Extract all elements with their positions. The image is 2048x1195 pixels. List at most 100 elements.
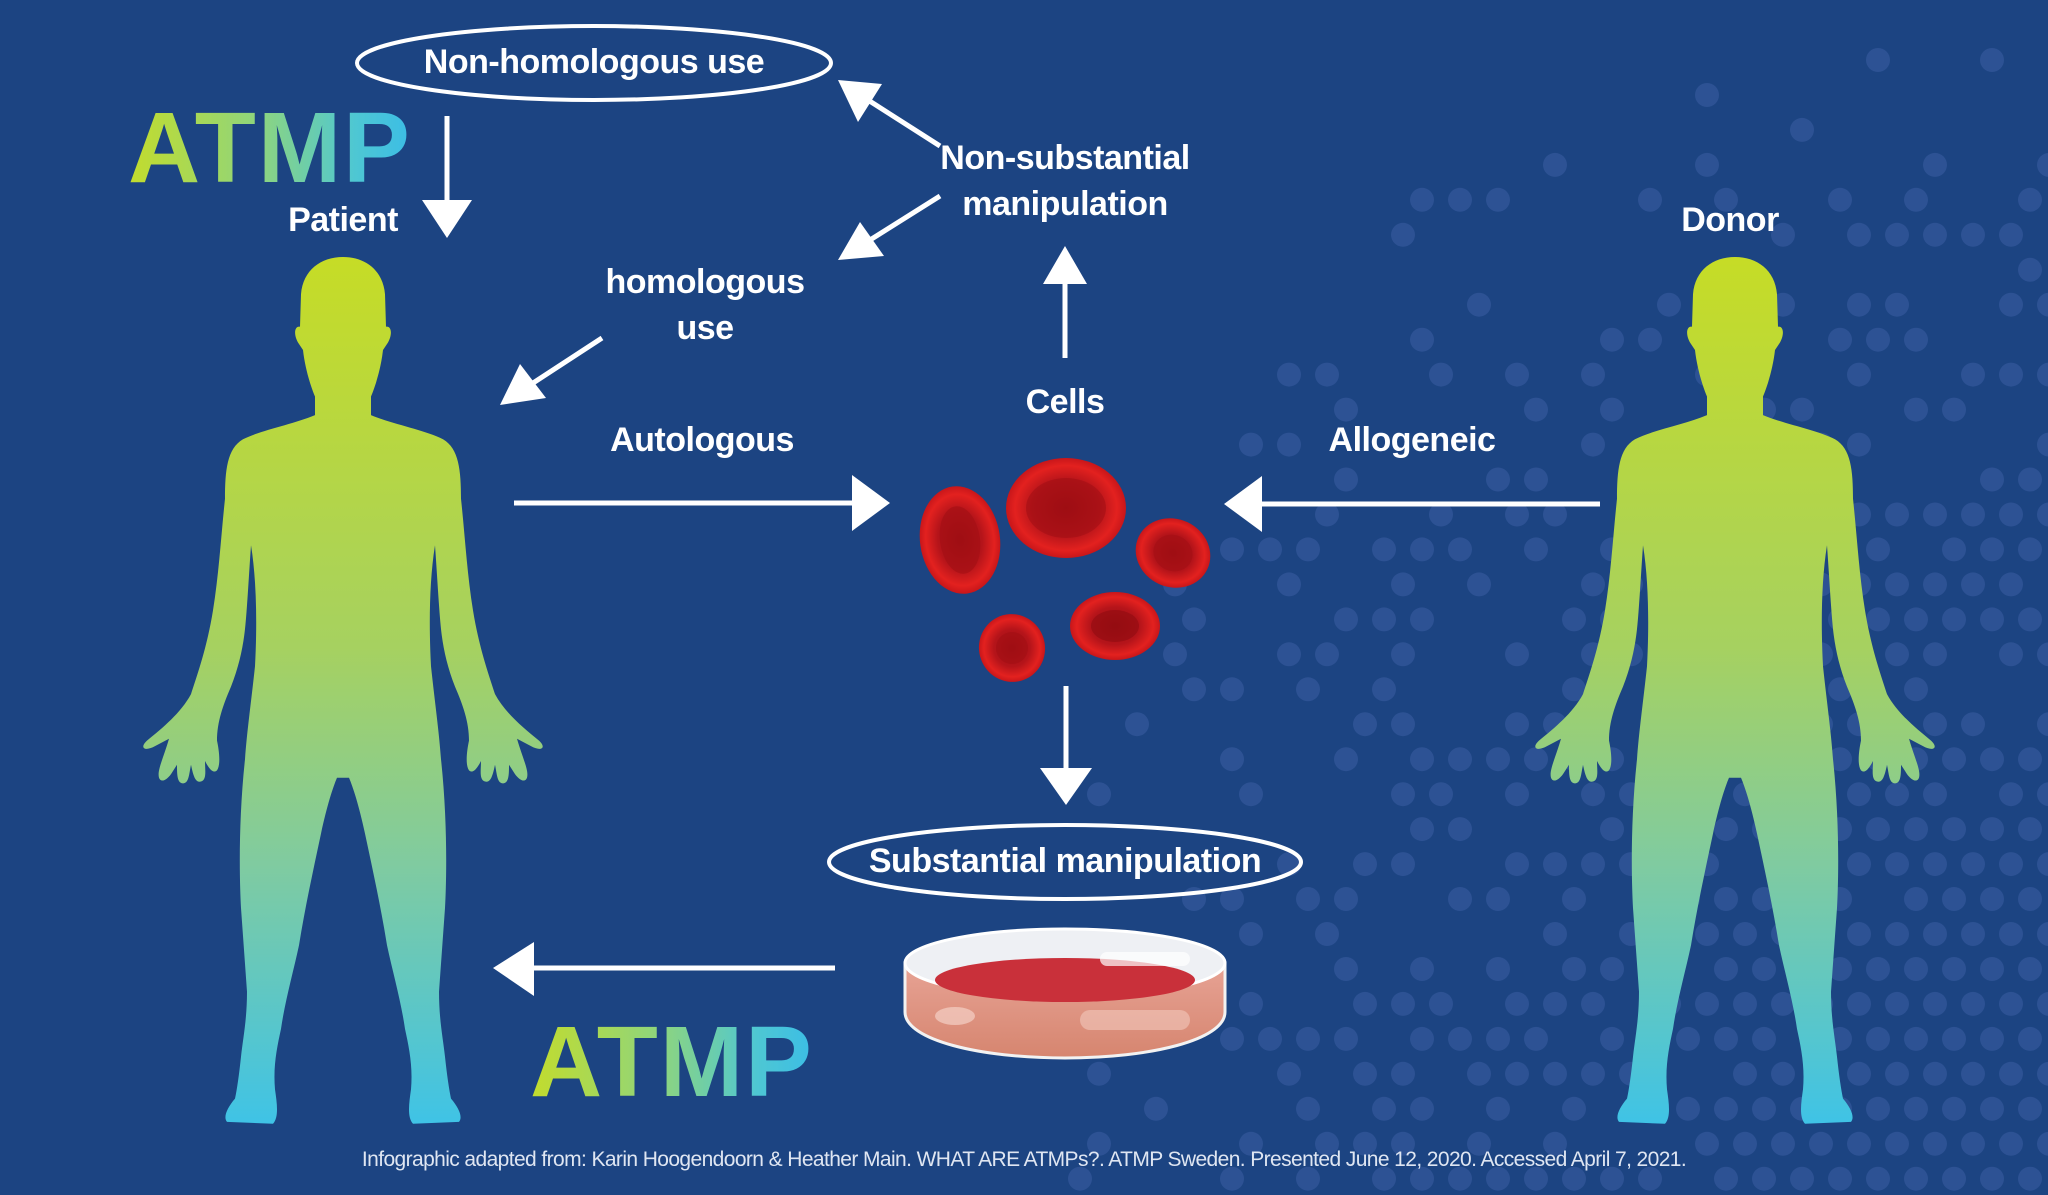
background-dot (1752, 1096, 1776, 1121)
background-dot (1828, 747, 1852, 772)
background-dot (1923, 1061, 1947, 1086)
background-dot (1277, 572, 1301, 597)
background-dot (1486, 1166, 1510, 1191)
background-dot (1486, 187, 1510, 212)
background-dot (1372, 607, 1396, 632)
donor-label: Donor (1681, 201, 1779, 239)
background-dot (1068, 1166, 1092, 1191)
background-dot (1885, 292, 1909, 317)
background-dot (1372, 1096, 1396, 1121)
background-dot (1486, 467, 1510, 492)
background-dot (1999, 782, 2023, 807)
background-dot (1999, 991, 2023, 1016)
non-substantial-label-line1: Non-substantial (940, 139, 1190, 177)
background-dot (1999, 922, 2023, 946)
background-dot (1486, 957, 1510, 981)
background-dot (1448, 1026, 1472, 1051)
background-dot (1543, 152, 1567, 177)
background-dot (1847, 222, 1871, 247)
arrow-atmp-to-patient (493, 942, 835, 996)
background-dot (1714, 817, 1738, 842)
background-dot (1885, 502, 1909, 527)
background-dot (1638, 1166, 1662, 1191)
background-dot (2018, 607, 2042, 632)
cell (978, 614, 1046, 682)
background-dot (1391, 642, 1415, 667)
background-dot (1961, 572, 1985, 597)
background-dot (1828, 187, 1852, 212)
background-dot (2018, 467, 2042, 492)
background-dot (2037, 362, 2048, 387)
background-dot (1125, 712, 1149, 737)
background-dot (2037, 712, 2048, 737)
background-dot (1562, 1096, 1586, 1121)
background-dot (2037, 292, 2048, 317)
background-dot (1600, 327, 1624, 352)
background-dot (1429, 502, 1453, 527)
background-dot (1277, 1061, 1301, 1086)
background-dot (1296, 1166, 1320, 1191)
background-dot (1334, 467, 1358, 492)
background-dot (2037, 432, 2048, 457)
background-dot (1391, 1061, 1415, 1086)
background-dot (1942, 1166, 1966, 1191)
background-dot (1847, 991, 1871, 1016)
background-dot (1904, 1096, 1928, 1121)
background-dot (1524, 537, 1548, 562)
homologous-label-line2: use (676, 309, 734, 347)
background-dot (1904, 957, 1928, 981)
background-dot (1600, 1166, 1624, 1191)
background-dot (2037, 782, 2048, 807)
background-dot (1296, 1096, 1320, 1121)
background-dot (1372, 677, 1396, 702)
background-dot (1334, 397, 1358, 422)
background-dot (1144, 1096, 1168, 1121)
background-dot (1923, 991, 1947, 1016)
background-dot (1391, 572, 1415, 597)
background-dot (1391, 991, 1415, 1016)
background-dot (1695, 991, 1719, 1016)
background-dot (2018, 1026, 2042, 1051)
cell (1135, 518, 1211, 588)
background-dot (1942, 1026, 1966, 1051)
background-dot (1581, 432, 1605, 457)
background-dot (1980, 48, 2004, 72)
background-dot (1923, 852, 1947, 877)
background-dot (1087, 1061, 1111, 1086)
background-dot (1847, 432, 1871, 457)
background-dot (2018, 817, 2042, 842)
background-dot (1999, 852, 2023, 877)
background-dot (1885, 572, 1909, 597)
background-dot (1315, 1131, 1339, 1156)
background-dot (1676, 1026, 1700, 1051)
background-dot (1277, 362, 1301, 387)
background-dot (1334, 1026, 1358, 1051)
background-dot (1752, 957, 1776, 981)
background-dot (1923, 782, 1947, 807)
arrow-to-homologous (838, 193, 942, 260)
atmp-title-bottom: ATMP (530, 1006, 814, 1118)
background-dot (1923, 152, 1947, 177)
background-dot (1524, 467, 1548, 492)
background-dot (1581, 1061, 1605, 1086)
background-dot (1448, 887, 1472, 911)
background-dot (1904, 187, 1928, 212)
background-dot (1448, 537, 1472, 562)
background-dot (2018, 1096, 2042, 1121)
background-dot (1391, 712, 1415, 737)
background-dot (1904, 677, 1928, 702)
allogeneic-label: Allogeneic (1328, 421, 1496, 459)
background-dot (1524, 1166, 1548, 1191)
background-dot (1486, 747, 1510, 772)
background-dot (1182, 607, 1206, 632)
background-dot (1315, 922, 1339, 946)
background-dot (1334, 957, 1358, 981)
background-dot (1220, 537, 1244, 562)
background-dot (1429, 991, 1453, 1016)
background-dot (1904, 887, 1928, 911)
background-dot (1923, 922, 1947, 946)
background-dot (1866, 1096, 1890, 1121)
background-dot (1353, 1061, 1377, 1086)
background-dot (1904, 1026, 1928, 1051)
background-dot (1448, 817, 1472, 842)
